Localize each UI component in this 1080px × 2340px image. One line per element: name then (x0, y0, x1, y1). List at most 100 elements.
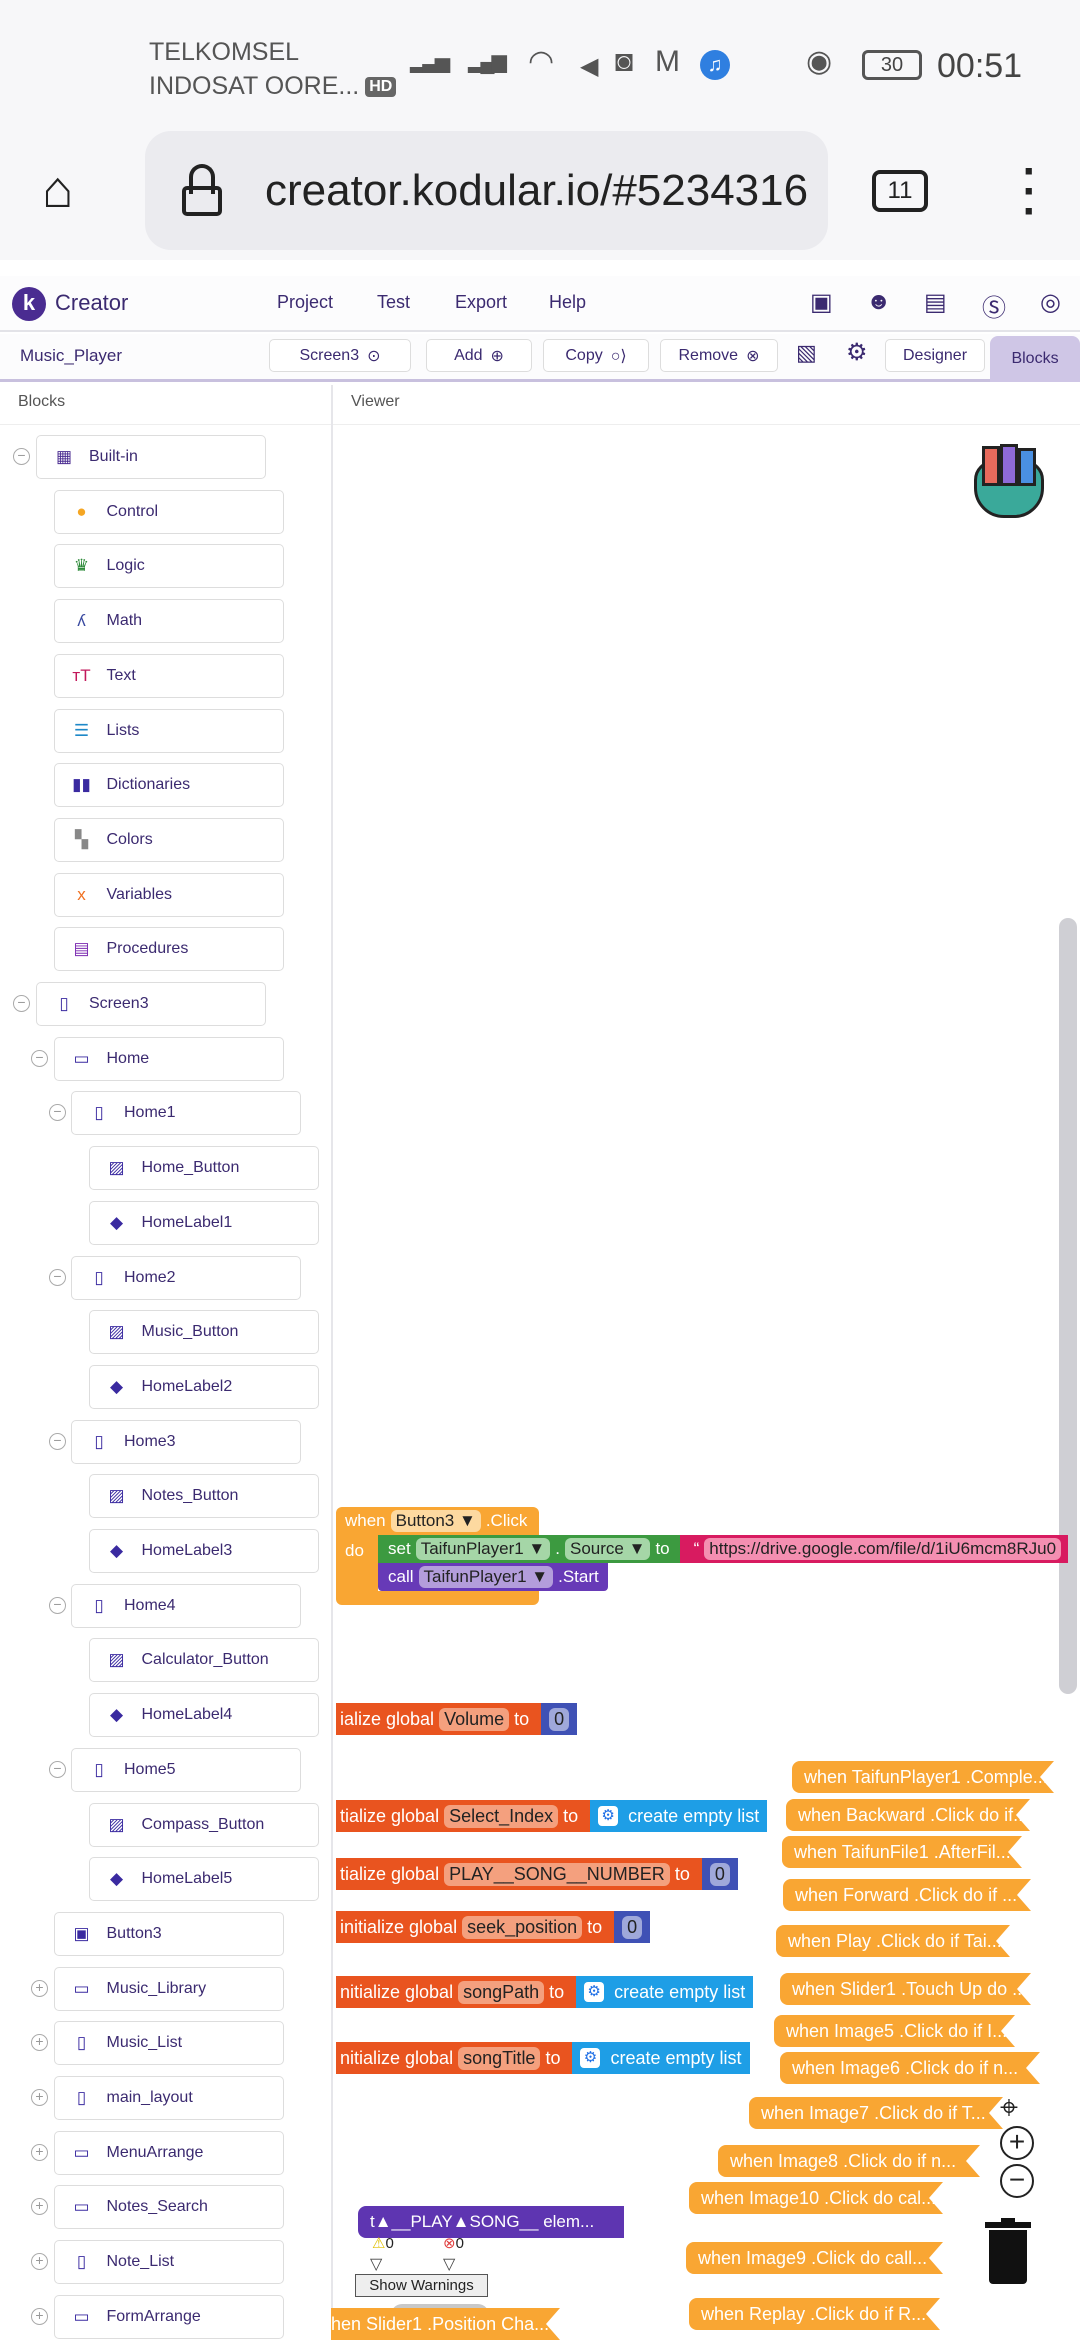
set-component-dropdown[interactable]: TaifunPlayer1 ▼ (415, 1538, 551, 1560)
tree-item-formarrange[interactable]: ▭FormArrange (53, 2294, 284, 2339)
tree-item-colors[interactable]: ▚Colors (53, 817, 284, 862)
dollar-icon[interactable]: Ⓢ (982, 295, 1006, 322)
url-text[interactable]: creator.kodular.io/#5234316 (265, 166, 809, 215)
docs-icon[interactable]: ▤ (924, 289, 947, 316)
blocks-button[interactable]: Blocks (990, 336, 1080, 382)
backpack-icon[interactable] (962, 442, 1062, 532)
collapsed-event-block[interactable]: when Image9 .Click do call... (686, 2242, 943, 2274)
zoom-in-button[interactable]: + (1000, 2126, 1034, 2160)
screen-select[interactable]: Screen3⊙ (269, 339, 411, 372)
add-screen-button[interactable]: Add⊕ (426, 339, 532, 372)
create-empty-list-block[interactable]: ⚙create empty list (590, 1800, 768, 1832)
more-menu-icon[interactable]: ··· (1022, 147, 1038, 236)
collapsed-event-block[interactable]: when Image6 .Click do if n... (780, 2052, 1040, 2084)
gear-icon[interactable]: ⚙ (580, 2048, 601, 2068)
variable-name-field[interactable]: songPath (458, 1980, 545, 2004)
tree-item-home5[interactable]: ▯Home5 (71, 1747, 301, 1792)
menu-test[interactable]: Test (377, 292, 411, 312)
collapsed-event-block[interactable]: when TaifunPlayer1 .Comple... (792, 1761, 1054, 1793)
collapse-icon[interactable]: − (49, 1760, 66, 1778)
remove-screen-button[interactable]: Remove⊗ (660, 339, 778, 372)
component-dropdown[interactable]: Button3 ▼ (390, 1510, 481, 1532)
collapsed-event-block[interactable]: when Replay .Click do if R... (689, 2298, 940, 2330)
variable-name-field[interactable]: songTitle (458, 2046, 541, 2070)
collapse-icon[interactable]: − (49, 1104, 66, 1122)
locate-center-icon[interactable]: ⌖ (1000, 2089, 1019, 2125)
collapse-icon[interactable]: − (13, 995, 30, 1012)
expand-icon[interactable]: + (31, 2143, 48, 2161)
pane-divider[interactable] (331, 385, 333, 2340)
collapse-icon[interactable]: − (49, 1596, 66, 1614)
folder-star-icon[interactable]: ▣ (810, 289, 833, 316)
tree-item-homelabel3[interactable]: ◆HomeLabel3 (88, 1529, 319, 1573)
tree-item-homelabel4[interactable]: ◆HomeLabel4 (88, 1693, 319, 1738)
account-icon[interactable]: ◎ (1040, 289, 1061, 316)
create-empty-list-block[interactable]: ⚙create empty list (572, 2042, 750, 2074)
tree-item-dictionaries[interactable]: ▮▮Dictionaries (53, 763, 284, 808)
tree-item-music-button[interactable]: ▨Music_Button (88, 1310, 319, 1355)
zoom-out-button[interactable]: − (1000, 2164, 1034, 2198)
expand-icon[interactable]: + (31, 2307, 48, 2325)
menu-help[interactable]: Help (549, 292, 587, 312)
gear-icon[interactable]: ⚙ (598, 1806, 619, 1826)
collapse-icon[interactable]: − (49, 1432, 66, 1450)
collapse-icon[interactable]: − (49, 1268, 66, 1286)
menu-export[interactable]: Export (455, 292, 508, 312)
home-icon[interactable]: ⌂ (42, 161, 74, 219)
tree-item-compass-button[interactable]: ▨Compass_Button (88, 1802, 319, 1847)
collapsed-event-block[interactable]: when Image7 .Click do if T... (749, 2097, 1003, 2129)
expand-icon[interactable]: + (31, 2034, 48, 2052)
variable-name-field[interactable]: Volume (439, 1707, 510, 1731)
viewer-scrollbar[interactable] (1059, 918, 1077, 1694)
tree-item-notes-button[interactable]: ▨Notes_Button (88, 1474, 319, 1519)
address-bar[interactable] (145, 131, 828, 250)
copy-screen-button[interactable]: Copy○⟩ (543, 339, 649, 372)
gallery-icon[interactable]: ▧ (796, 340, 817, 365)
collapsed-event-block[interactable]: when Play .Click do if Tai... (776, 1925, 1010, 1957)
tree-item-notes-search[interactable]: ▭Notes_Search (53, 2185, 284, 2230)
variable-name-field[interactable]: PLAY__SONG__NUMBER (444, 1862, 670, 1886)
collapsed-event-block[interactable]: hen Slider1 .Position Cha... (331, 2308, 560, 2340)
tree-item-note-list[interactable]: ▯Note_List (53, 2240, 284, 2285)
tree-item-music-library[interactable]: ▭Music_Library (53, 1966, 284, 2011)
expand-icon[interactable]: + (31, 2198, 48, 2216)
collapsed-event-block[interactable]: when Image8 .Click do if n... (718, 2145, 980, 2177)
tree-item-main-layout[interactable]: ▯main_layout (53, 2076, 284, 2120)
prev-error-arrow[interactable]: ▽ (443, 2256, 456, 2273)
collapsed-event-block[interactable]: when Image5 .Click do if I... (774, 2015, 1015, 2047)
tree-item-home3[interactable]: ▯Home3 (71, 1419, 301, 1464)
tree-item-home4[interactable]: ▯Home4 (71, 1583, 301, 1628)
community-icon[interactable]: ☻ (866, 288, 892, 315)
collapsed-event-block[interactable]: when Forward .Click do if ... (783, 1879, 1031, 1911)
number-value[interactable]: 0 (549, 1707, 570, 1731)
tree-item-homelabel2[interactable]: ◆HomeLabel2 (88, 1364, 319, 1409)
collapsed-event-block[interactable]: when Image10 .Click do cal... (689, 2182, 943, 2214)
menu-project[interactable]: Project (277, 292, 334, 312)
button3-click-event-block[interactable]: when Button3 ▼ .Click do set TaifunPlaye… (336, 1507, 1068, 1607)
number-value[interactable]: 0 (622, 1915, 643, 1939)
designer-button[interactable]: Designer (885, 339, 985, 372)
collapsed-list-block[interactable]: t▲__PLAY▲SONG__ elem... (358, 2206, 624, 2238)
tree-item-lists[interactable]: ☰Lists (53, 708, 284, 753)
call-start-block[interactable]: call TaifunPlayer1 ▼ .Start (378, 1563, 608, 1591)
number-block[interactable]: 0 (614, 1911, 651, 1943)
prev-warning-arrow[interactable]: ▽ (370, 2256, 383, 2273)
tree-item-music-list[interactable]: ▯Music_List (53, 2021, 284, 2066)
create-empty-list-block[interactable]: ⚙create empty list (576, 1976, 754, 2008)
collapse-icon[interactable]: − (13, 448, 30, 465)
tree-item-logic[interactable]: ♛Logic (53, 544, 284, 589)
expand-icon[interactable]: + (31, 2089, 48, 2106)
gear-icon[interactable]: ⚙ (584, 1982, 605, 2002)
call-component-dropdown[interactable]: TaifunPlayer1 ▼ (418, 1566, 554, 1588)
property-dropdown[interactable]: Source ▼ (565, 1538, 651, 1560)
tree-item-control[interactable]: ●Control (53, 489, 284, 534)
number-block[interactable]: 0 (701, 1858, 738, 1890)
